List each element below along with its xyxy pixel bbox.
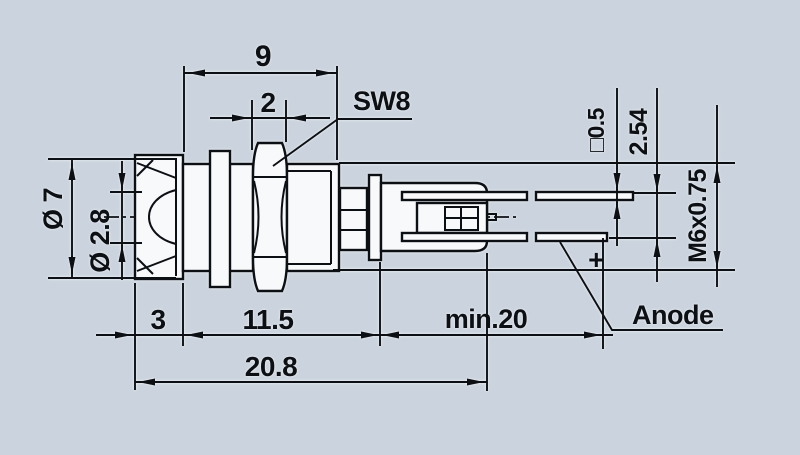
mounting-sleeve: [181, 149, 255, 289]
rear-body: [338, 173, 383, 262]
bezel: [133, 153, 185, 281]
dimension-dia28: [110, 161, 142, 280]
dim-label-2: 2: [260, 87, 275, 118]
hex-nut: [251, 141, 289, 293]
dimension-labels: 9 2 SW8 Ø 7 Ø 2.8 3 11.5 20.8 min.20 □0.…: [38, 40, 714, 382]
dimension-208: [135, 253, 488, 391]
component-outline: [104, 141, 635, 293]
anode-leader: [559, 241, 723, 331]
thread-label: M6x0.75: [684, 169, 712, 263]
dim-label-115: 11.5: [243, 304, 294, 335]
pin-pitch-label: 2.54: [625, 108, 653, 155]
anode-polarity-mark: +: [588, 244, 604, 275]
dimension-lines: [48, 66, 735, 391]
washer: [208, 149, 232, 289]
dimension-dia7: [48, 158, 176, 279]
dimension-9: [183, 66, 338, 160]
contact-pins: [400, 190, 635, 243]
dimension-bottom-chain: [96, 238, 613, 390]
anode-pin: [400, 231, 529, 243]
hex-size-label: SW8: [353, 86, 410, 116]
dimension-right-stack: [333, 88, 735, 287]
lead-min-label: min.20: [445, 304, 528, 334]
dia28-label: Ø 2.8: [85, 209, 115, 273]
dimension-2: [210, 100, 330, 150]
threaded-sleeve: [285, 162, 341, 273]
dim-label-3: 3: [150, 304, 165, 335]
dia7-label: Ø 7: [38, 188, 68, 230]
anode-label: Anode: [632, 300, 714, 330]
hex-size-leader: [272, 118, 412, 167]
dim-label-9: 9: [255, 40, 271, 73]
pin-square-label: □0.5: [583, 107, 609, 152]
lens-dome: [148, 189, 177, 245]
cathode-pin: [400, 190, 529, 202]
dim-label-208: 20.8: [245, 351, 298, 382]
